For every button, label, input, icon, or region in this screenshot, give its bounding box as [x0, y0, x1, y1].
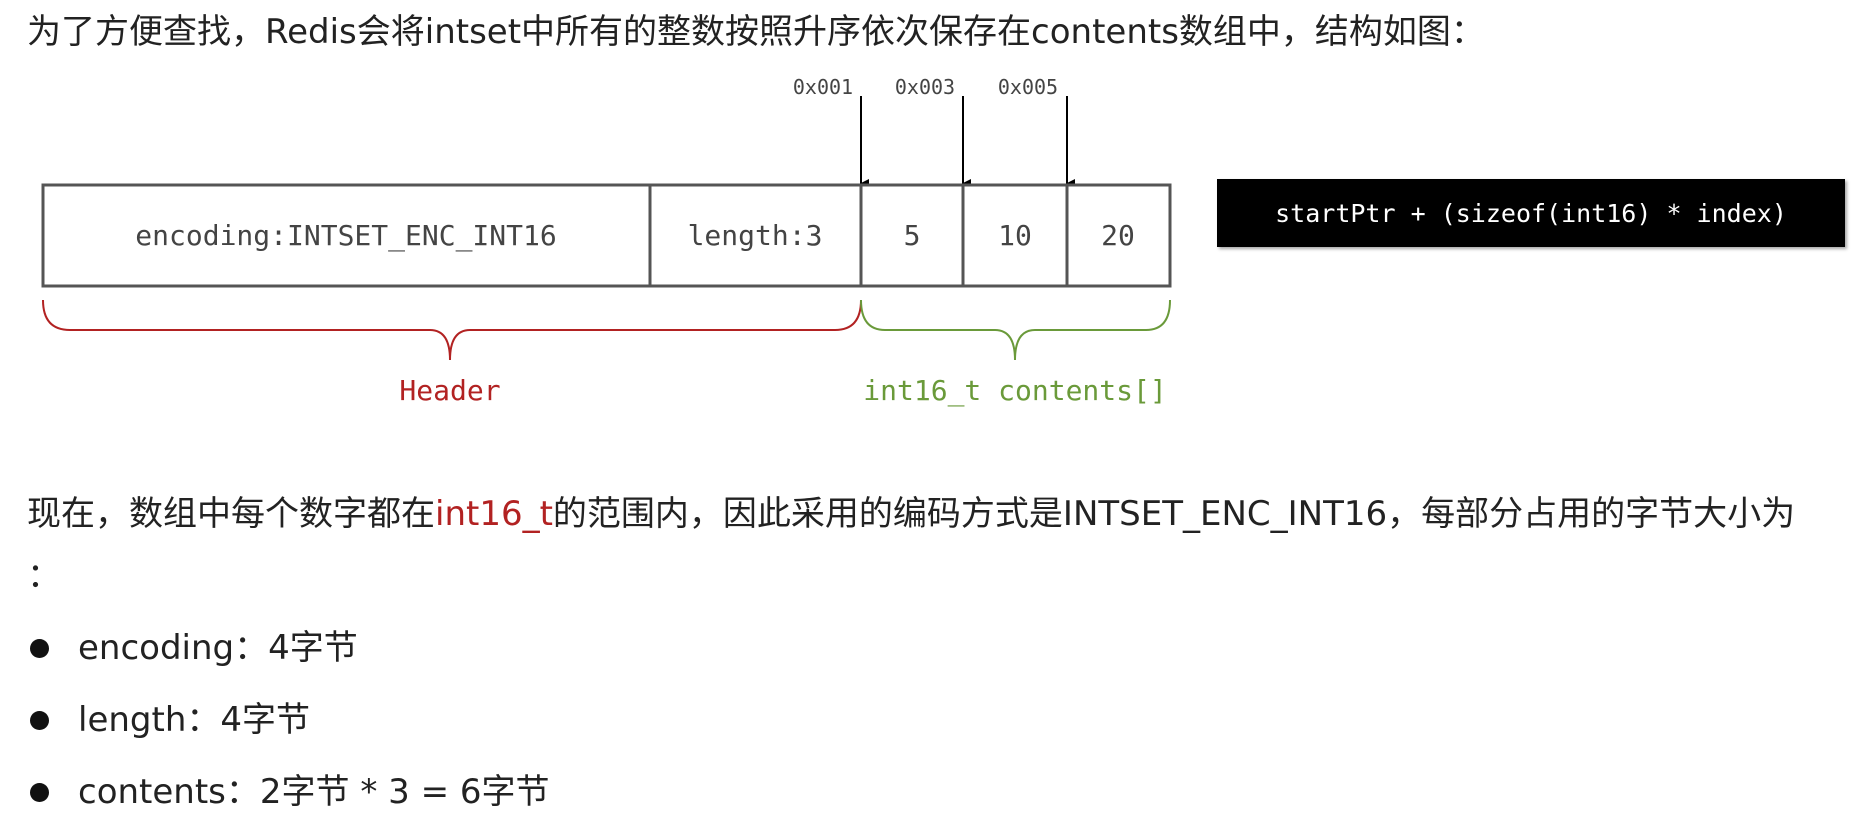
contents-label: int16_t contents[]: [863, 374, 1166, 408]
int16-highlight: int16_t: [435, 494, 553, 534]
encoding-cell: encoding:INTSET_ENC_INT16: [135, 219, 556, 253]
intset-box: [41, 183, 1172, 288]
explanation-text-after: 的范围内，因此采用的编码方式是INTSET_ENC_INT16，每部分占用的字节…: [552, 494, 1796, 534]
bullet-dot-icon: [30, 711, 49, 730]
contents-brace: [860, 299, 1171, 361]
list-item: contents：2字节 * 3 = 6字节: [27, 756, 550, 828]
byte-size-list: encoding：4字节 length：4字节 contents：2字节 * 3…: [27, 612, 550, 828]
address-formula-box: startPtr + (sizeof(int16) * index): [1217, 179, 1845, 247]
intset-structure-diagram: 0x001 0x003 0x005 encoding:INTSET_ENC_IN…: [41, 75, 1172, 408]
content-value-3: 20: [1101, 219, 1135, 252]
intro-paragraph: 为了方便查找，Redis会将intset中所有的整数按照升序依次保存在conte…: [27, 12, 1485, 52]
header-label: Header: [399, 374, 500, 407]
address-label-1: 0x001: [793, 75, 853, 99]
bullet-dot-icon: [30, 639, 49, 658]
address-label-3: 0x005: [998, 75, 1058, 99]
explanation-text-before: 现在，数组中每个数字都在: [27, 494, 435, 534]
content-value-1: 5: [904, 219, 921, 252]
explanation-paragraph: 现在，数组中每个数字都在int16_t的范围内，因此采用的编码方式是INTSET…: [27, 488, 1795, 541]
bullet-dot-icon: [30, 783, 49, 802]
header-brace: [42, 299, 862, 361]
address-label-2: 0x003: [895, 75, 955, 99]
content-value-2: 10: [998, 219, 1032, 252]
list-item: length：4字节: [27, 684, 550, 756]
length-cell: length:3: [688, 219, 823, 252]
explanation-tail: ：: [27, 556, 61, 596]
list-item: encoding：4字节: [27, 612, 550, 684]
